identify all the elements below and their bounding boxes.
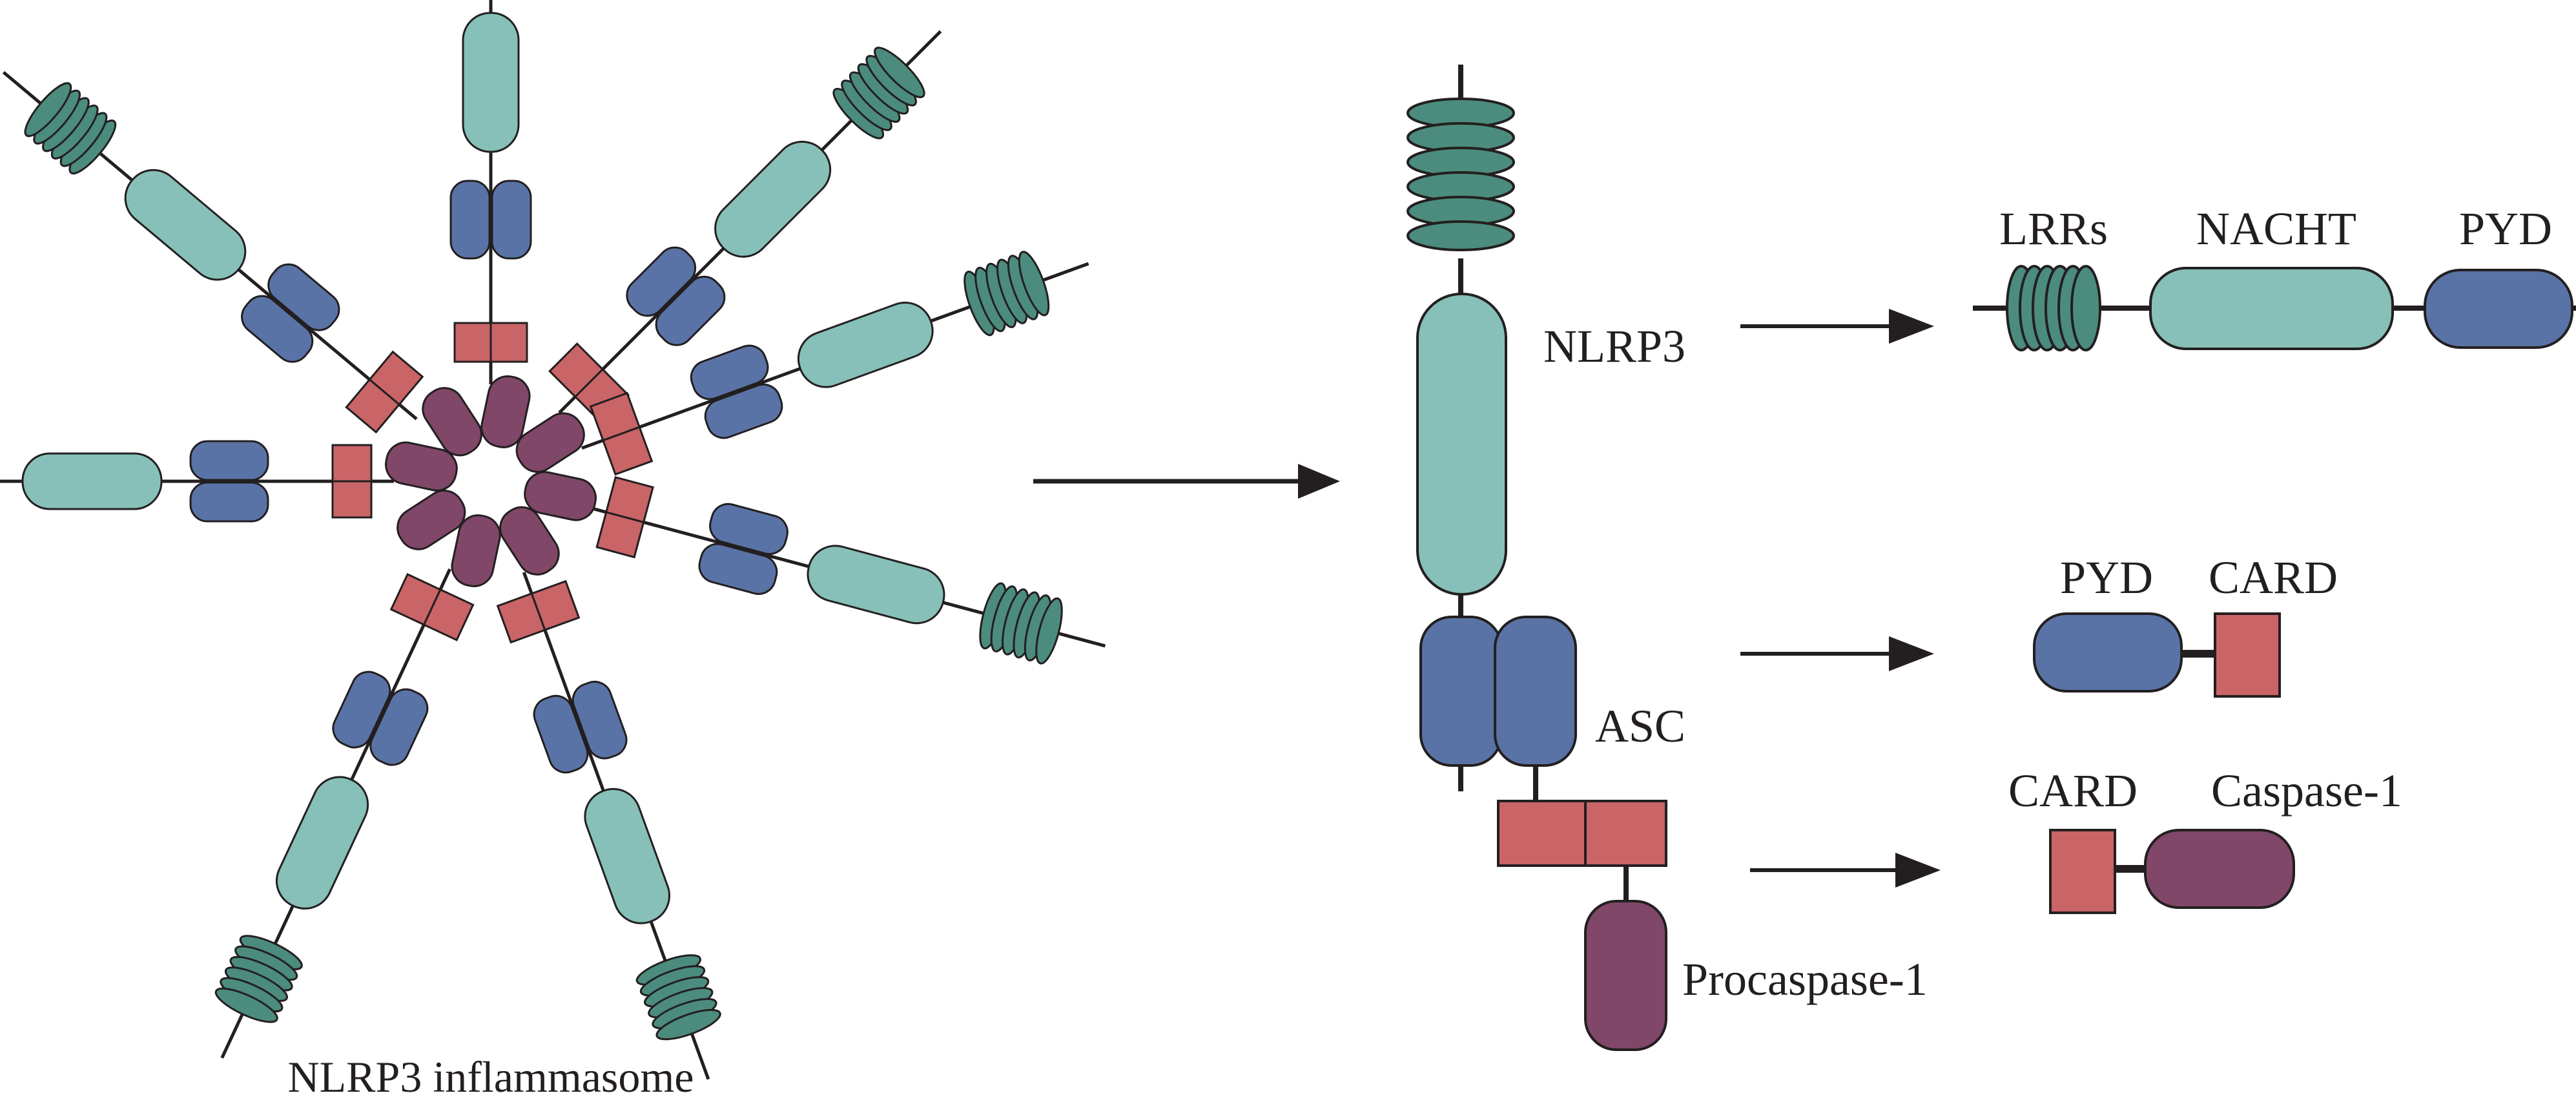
lrr-repeat — [214, 987, 278, 1023]
card-label-casp: CARD — [2008, 765, 2138, 817]
lrr-repeat — [655, 1008, 721, 1041]
nlrp3-arm — [548, 30, 942, 424]
nlrp3-chain: NLRP3 ASC Procaspase-1 — [1406, 65, 1928, 1051]
nlrp3-pyd — [533, 694, 589, 774]
caspase-domain-map — [2144, 829, 2295, 909]
caspase-domain — [385, 441, 458, 492]
nacht-domain — [2149, 267, 2394, 350]
nlrp3-arm — [496, 572, 721, 1080]
asc-card — [368, 350, 424, 406]
caspase-card-map — [2049, 829, 2116, 914]
nacht-label: NACHT — [2196, 203, 2356, 255]
asc-domain-map: PYD CARD — [2033, 552, 2338, 698]
lrrs-label: LRRs — [1999, 203, 2108, 255]
nlrp3-nacht-domain — [1416, 293, 1507, 596]
lrr-repeat — [2070, 265, 2101, 351]
pyd-label-nlrp3: PYD — [2459, 203, 2552, 255]
arrow-nlrp3-head — [1889, 309, 1934, 344]
lrr-repeat — [1035, 597, 1063, 665]
asc-card — [331, 444, 373, 483]
procaspase-domain — [1584, 900, 1667, 1051]
pyd-label-asc: PYD — [2060, 552, 2153, 603]
caspase-domain — [480, 375, 531, 448]
lrr-repeats — [2006, 265, 2101, 351]
caspase-domain — [451, 514, 501, 587]
lrr-repeat — [1406, 220, 1515, 251]
nlrp3-arm — [214, 568, 475, 1059]
nlrp3-label: NLRP3 — [1543, 320, 1685, 372]
nacht-domain — [21, 452, 163, 510]
caspase-card-domain — [1584, 800, 1667, 867]
nlrp3-pyd — [698, 543, 778, 595]
asc-pyd — [189, 481, 269, 523]
nlrp3-domain-map: LRRs NACHT PYD — [1973, 203, 2576, 351]
caspase-domain — [499, 506, 560, 576]
caspase-ring — [385, 375, 597, 587]
asc-card — [496, 592, 546, 644]
caspase-domain — [397, 490, 466, 550]
asc-card — [389, 573, 442, 627]
nlrp3-arm — [584, 475, 1106, 665]
asc-card — [595, 511, 645, 559]
nacht-domain — [797, 301, 934, 388]
nlrp3-pyd — [491, 180, 532, 260]
asc-label: ASC — [1595, 700, 1685, 752]
lrr-repeat — [1018, 251, 1050, 317]
pyd-domain — [2424, 269, 2573, 349]
asc-card — [601, 426, 654, 476]
nlrp3-arm — [2, 70, 424, 434]
nacht-domain — [807, 545, 945, 625]
nlrp3-arm — [581, 251, 1089, 476]
nlrp3-arm — [0, 440, 394, 523]
asc-pyd — [572, 680, 628, 760]
nlrp3-pyd — [332, 671, 391, 749]
caspase-domain — [422, 387, 482, 457]
asc-card-map — [2214, 612, 2281, 698]
caspase-domain-map: CARD Caspase-1 — [2008, 765, 2402, 914]
asc-pyd — [369, 688, 429, 766]
nlrp3-pyd — [267, 263, 340, 331]
asc-card — [453, 322, 492, 363]
nlrp3-arm — [449, 0, 532, 384]
nlrp3-pyd — [704, 383, 783, 439]
nacht-domain — [714, 140, 832, 258]
nlrp3-pyd — [189, 440, 269, 481]
asc-pyd — [449, 180, 491, 260]
asc-card — [331, 480, 373, 519]
arrow-caspase-head — [1895, 853, 1941, 888]
nacht-domain — [584, 787, 671, 924]
caspase-domain — [515, 412, 585, 473]
inflammasome-complex — [0, 0, 1106, 1080]
nacht-domain — [462, 12, 520, 153]
nlrp3-lrr-stack — [1406, 98, 1515, 251]
caspase-label: Caspase-1 — [2211, 765, 2402, 817]
main-arrow-head — [1298, 464, 1340, 499]
asc-pyd — [626, 246, 697, 317]
arrow-asc-head — [1889, 636, 1934, 671]
complex-caption: NLRP3 inflammasome — [288, 1052, 694, 1101]
nlrp3-pyd — [655, 275, 726, 346]
asc-pyd — [709, 503, 788, 556]
asc-pyd — [241, 295, 314, 363]
nacht-domain — [124, 169, 247, 281]
lrr-repeat — [874, 47, 925, 98]
asc-pyd-domain — [1494, 616, 1577, 767]
lrr-repeat — [24, 82, 72, 138]
asc-card-domain — [1497, 800, 1587, 867]
card-label-asc: CARD — [2209, 552, 2338, 603]
nacht-domain — [275, 776, 369, 910]
asc-pyd — [690, 344, 769, 401]
nlrp3-pyd-domain — [1419, 616, 1503, 767]
caspase-domain — [524, 471, 597, 521]
procaspase-label: Procaspase-1 — [1682, 953, 1928, 1005]
asc-card — [489, 322, 528, 363]
asc-pyd-map — [2033, 612, 2183, 693]
